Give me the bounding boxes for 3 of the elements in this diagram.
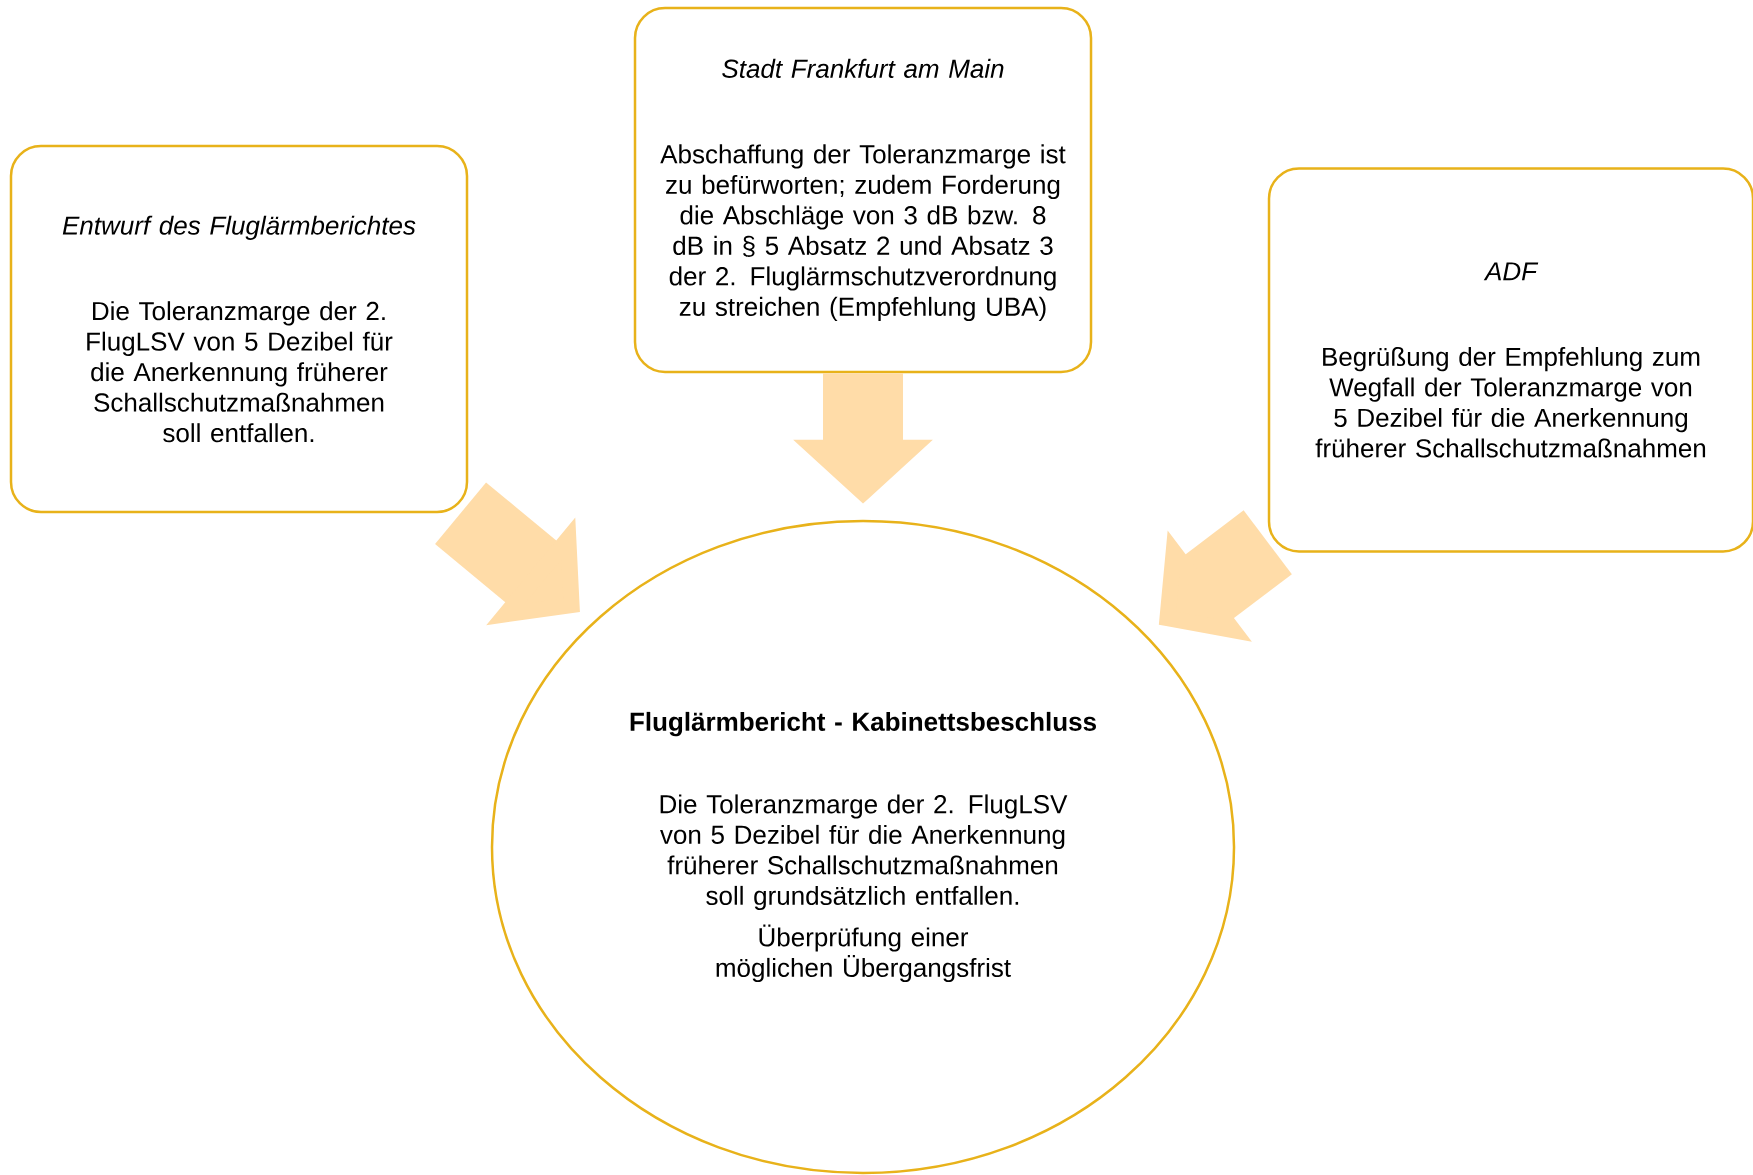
rounded-box: ADF Begrüßung der Empfehlung zum Wegfall der Toleranzmarge von 5 Dezibel für die Anerkennung früherer Schallschutzmaßnahmen <box>1267 167 1753 553</box>
rounded-box: Entwurf des Fluglärmberichtes Die Toleranzmarge der 2. FlugLSV von 5 Dezibel für die Anerkennung früherer Schallschutzmaßnahmen soll entfallen. <box>9 144 469 514</box>
rounded-box: Stadt Frankfurt am Main Abschaffung der Toleranzmarge ist zu befürworten; zudem Forderung die Abschläge von 3 dB bzw. 8 dB in § 5 Absatz 2 und Absatz 3 der 2. Fluglärmschutzverordnung zu streichen (Empfehlung UBA) <box>633 6 1093 374</box>
